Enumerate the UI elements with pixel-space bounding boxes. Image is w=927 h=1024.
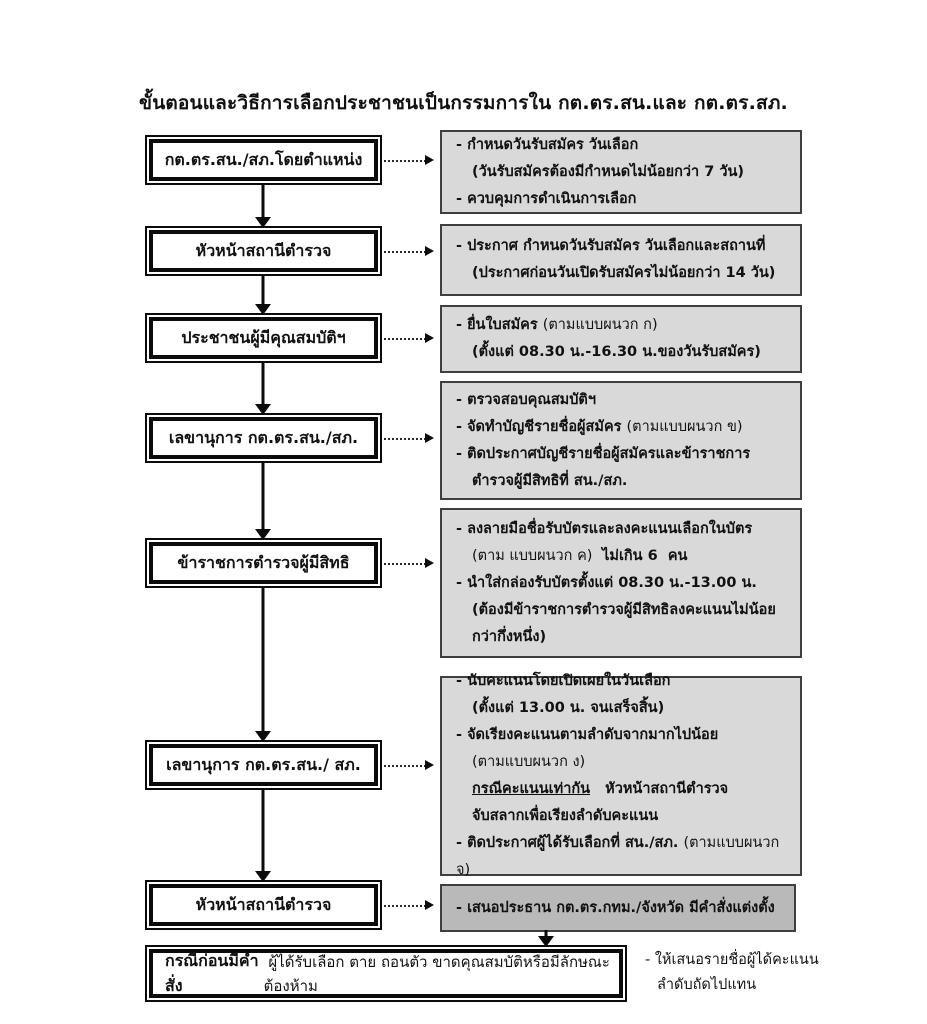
detail-line: (วันรับสมัครต้องมีกำหนดไม่น้อยกว่า 7 วัน…	[442, 159, 800, 186]
flow-step-label-1: กต.ตร.สน./สภ.โดยตำแหน่ง	[149, 139, 378, 181]
detail-segment: - นับคะแนนโดยเปิดเผยในวันเลือก	[456, 673, 671, 689]
detail-line: - จัดเรียงคะแนนตามลำดับจากมากไปน้อย	[442, 722, 800, 749]
detail-segment: (วันรับสมัครต้องมีกำหนดไม่น้อยกว่า 7 วัน…	[472, 163, 745, 180]
detail-line: จับสลากเพื่อเรียงลำดับคะแนน	[442, 803, 800, 830]
dotted-arrow-3-icon	[384, 332, 434, 344]
detail-box-3: - ยื่นใบสมัคร (ตามแบบผนวก ก) (ตั้งแต่ 08.…	[440, 305, 802, 373]
detail-segment: (ตาม แบบผนวก ค)	[472, 547, 598, 564]
down-arrow-1-icon	[255, 185, 271, 228]
detail-line: - ควบคุมการดำเนินการเลือก	[442, 186, 800, 213]
detail-segment: กว่ากึ่งหนึ่ง)	[472, 628, 547, 645]
final-case-heading: กรณีก่อนมีคำสั่ง	[165, 950, 259, 995]
flow-step-label-7: หัวหน้าสถานีตำรวจ	[149, 884, 378, 926]
down-arrow-2-icon	[255, 276, 271, 315]
detail-line: - เสนอประธาน กต.ตร.กทม./จังหวัด มีคำสั่ง…	[442, 895, 794, 922]
detail-line: กรณีคะแนนเท่ากัน หัวหน้าสถานีตำรวจ	[442, 776, 800, 803]
detail-line: (ตาม แบบผนวก ค) ไม่เกิน 6 คน	[442, 543, 800, 570]
detail-segment: จับสลากเพื่อเรียงลำดับคะแนน	[472, 808, 659, 824]
final-case-detail: ผู้ได้รับเลือก ตาย ถอนตัว ขาดคุณสมบัติหร…	[263, 952, 610, 995]
detail-line: - ติดประกาศผู้ได้รับเลือกที่ สน./สภ. (ตา…	[442, 830, 800, 884]
detail-segment: กรณีคะแนนเท่ากัน	[472, 781, 591, 797]
detail-segment: - นำใส่กล่องรับบัตรตั้งแต่ 08.30 น.-13.0…	[456, 574, 757, 591]
dotted-arrow-4-icon	[384, 432, 434, 444]
detail-line: (ต้องมีข้าราชการตำรวจผู้มีสิทธิลงคะแนนไม…	[442, 597, 800, 624]
page-title: ขั้นตอนและวิธีการเลือกประชาชนเป็นกรรมการ…	[139, 92, 788, 114]
down-arrow-5-icon	[255, 588, 271, 742]
detail-segment: - จัดทำบัญชีรายชื่อผู้สมัคร	[456, 418, 627, 435]
down-arrow-6-icon	[255, 790, 271, 882]
detail-box-6: - นับคะแนนโดยเปิดเผยในวันเลือก (ตั้งแต่ 1…	[440, 673, 802, 878]
detail-segment: (ตามแบบผนวก จ)	[456, 835, 784, 878]
down-arrow-4-icon	[255, 463, 271, 540]
detail-segment: (ต้องมีข้าราชการตำรวจผู้มีสิทธิลงคะแนนไม…	[472, 601, 776, 618]
dotted-arrow-5-icon	[384, 557, 434, 569]
detail-line: (ตั้งแต่ 13.00 น. จนเสร็จสิ้น)	[442, 695, 800, 722]
flow-step-label-4: เลขานุการ กต.ตร.สน./สภ.	[149, 417, 378, 459]
detail-line: - นำใส่กล่องรับบัตรตั้งแต่ 08.30 น.-13.0…	[442, 570, 800, 597]
detail-line: - ลงลายมือชื่อรับบัตรและลงคะแนนเลือกในบั…	[442, 516, 800, 543]
detail-segment: (ตามแบบผนวก ง)	[472, 754, 586, 770]
detail-line: - กำหนดวันรับสมัคร วันเลือก	[442, 132, 800, 159]
detail-box-2: - ประกาศ กำหนดวันรับสมัคร วันเลือกและสถา…	[440, 224, 802, 296]
detail-box-5: - ลงลายมือชื่อรับบัตรและลงคะแนนเลือกในบั…	[440, 508, 802, 658]
dotted-arrow-1-icon	[384, 154, 434, 166]
side-note-line-2: ลำดับถัดไปแทน	[657, 977, 757, 993]
detail-segment: - ยื่นใบสมัคร	[456, 317, 543, 333]
detail-segment: ไม่เกิน 6 คน	[597, 547, 688, 564]
detail-line: - นับคะแนนโดยเปิดเผยในวันเลือก	[442, 668, 800, 695]
detail-line: - ยื่นใบสมัคร (ตามแบบผนวก ก)	[442, 312, 800, 339]
detail-segment: (ประกาศก่อนวันเปิดรับสมัครไม่น้อยกว่า 14…	[472, 265, 776, 281]
detail-line: - จัดทำบัญชีรายชื่อผู้สมัคร (ตามแบบผนวก …	[442, 414, 800, 441]
flow-step-label-6: เลขานุการ กต.ตร.สน./ สภ.	[149, 744, 378, 786]
flow-step-box-5: ข้าราชการตำรวจผู้มีสิทธิ	[145, 538, 382, 588]
side-note: - ให้เสนอรายชื่อผู้ได้คะแนน ลำดับถัดไปแท…	[645, 948, 865, 998]
down-arrow-3-icon	[255, 363, 271, 415]
detail-segment: - ติดประกาศผู้ได้รับเลือกที่ สน./สภ.	[456, 835, 684, 851]
detail-segment: (ตั้งแต่ 13.00 น. จนเสร็จสิ้น)	[472, 700, 665, 716]
detail-segment: (ตามแบบผนวก ก)	[542, 317, 658, 333]
final-case-text: กรณีก่อนมีคำสั่ง ผู้ได้รับเลือก ตาย ถอนต…	[149, 949, 623, 998]
detail-line: (ประกาศก่อนวันเปิดรับสมัครไม่น้อยกว่า 14…	[442, 260, 800, 287]
detail-line: - ประกาศ กำหนดวันรับสมัคร วันเลือกและสถา…	[442, 233, 800, 260]
detail-line: - ติดประกาศบัญชีรายชื่อผู้สมัครและข้าราช…	[442, 441, 800, 468]
detail-segment: - จัดเรียงคะแนนตามลำดับจากมากไปน้อย	[456, 727, 719, 743]
flow-step-box-2: หัวหน้าสถานีตำรวจ	[145, 226, 382, 276]
flow-step-box-6: เลขานุการ กต.ตร.สน./ สภ.	[145, 740, 382, 790]
flow-step-box-7: หัวหน้าสถานีตำรวจ	[145, 880, 382, 930]
detail-line: (ตามแบบผนวก ง)	[442, 749, 800, 776]
flow-step-box-4: เลขานุการ กต.ตร.สน./สภ.	[145, 413, 382, 463]
detail-segment: - ประกาศ กำหนดวันรับสมัคร วันเลือกและสถา…	[456, 238, 766, 254]
detail-segment: (ตั้งแต่ 08.30 น.-16.30 น.ของวันรับสมัคร…	[472, 344, 761, 360]
dotted-arrow-2-icon	[384, 245, 434, 257]
detail-segment: - กำหนดวันรับสมัคร วันเลือก	[456, 136, 639, 153]
detail-line: (ตั้งแต่ 08.30 น.-16.30 น.ของวันรับสมัคร…	[442, 339, 800, 366]
detail-line: ตำรวจผู้มีสิทธิที่ สน./สภ.	[442, 468, 800, 495]
final-case-box: กรณีก่อนมีคำสั่ง ผู้ได้รับเลือก ตาย ถอนต…	[145, 945, 627, 1002]
dotted-arrow-7-icon	[384, 899, 434, 911]
detail-segment: - เสนอประธาน กต.ตร.กทม./จังหวัด มีคำสั่ง…	[456, 899, 775, 916]
detail-box-7: - เสนอประธาน กต.ตร.กทม./จังหวัด มีคำสั่ง…	[440, 884, 796, 932]
detail-segment: - ตรวจสอบคุณสมบัติฯ	[456, 391, 596, 408]
dotted-arrow-6-icon	[384, 759, 434, 771]
detail-line: - ตรวจสอบคุณสมบัติฯ	[442, 387, 800, 414]
flow-step-box-1: กต.ตร.สน./สภ.โดยตำแหน่ง	[145, 135, 382, 185]
flow-step-box-3: ประชาชนผู้มีคุณสมบัติฯ	[145, 313, 382, 363]
detail-segment: ตำรวจผู้มีสิทธิที่ สน./สภ.	[472, 472, 628, 489]
detail-segment: (ตามแบบผนวก ข)	[626, 418, 743, 435]
flow-step-label-3: ประชาชนผู้มีคุณสมบัติฯ	[149, 317, 378, 359]
detail-box-1: - กำหนดวันรับสมัคร วันเลือก (วันรับสมัครต…	[440, 130, 802, 214]
detail-segment: - ควบคุมการดำเนินการเลือก	[456, 190, 637, 207]
detail-line: กว่ากึ่งหนึ่ง)	[442, 624, 800, 651]
flow-step-label-5: ข้าราชการตำรวจผู้มีสิทธิ	[149, 542, 378, 584]
detail-segment: - ติดประกาศบัญชีรายชื่อผู้สมัครและข้าราช…	[456, 445, 751, 462]
detail-segment: - ลงลายมือชื่อรับบัตรและลงคะแนนเลือกในบั…	[456, 520, 753, 537]
flow-step-label-2: หัวหน้าสถานีตำรวจ	[149, 230, 378, 272]
side-note-line-1: - ให้เสนอรายชื่อผู้ได้คะแนน	[645, 952, 819, 968]
detail-segment: หัวหน้าสถานีตำรวจ	[590, 781, 729, 797]
down-arrow-7-icon	[538, 930, 554, 947]
detail-box-4: - ตรวจสอบคุณสมบัติฯ - จัดทำบัญชีรายชื่อผู…	[440, 381, 802, 500]
